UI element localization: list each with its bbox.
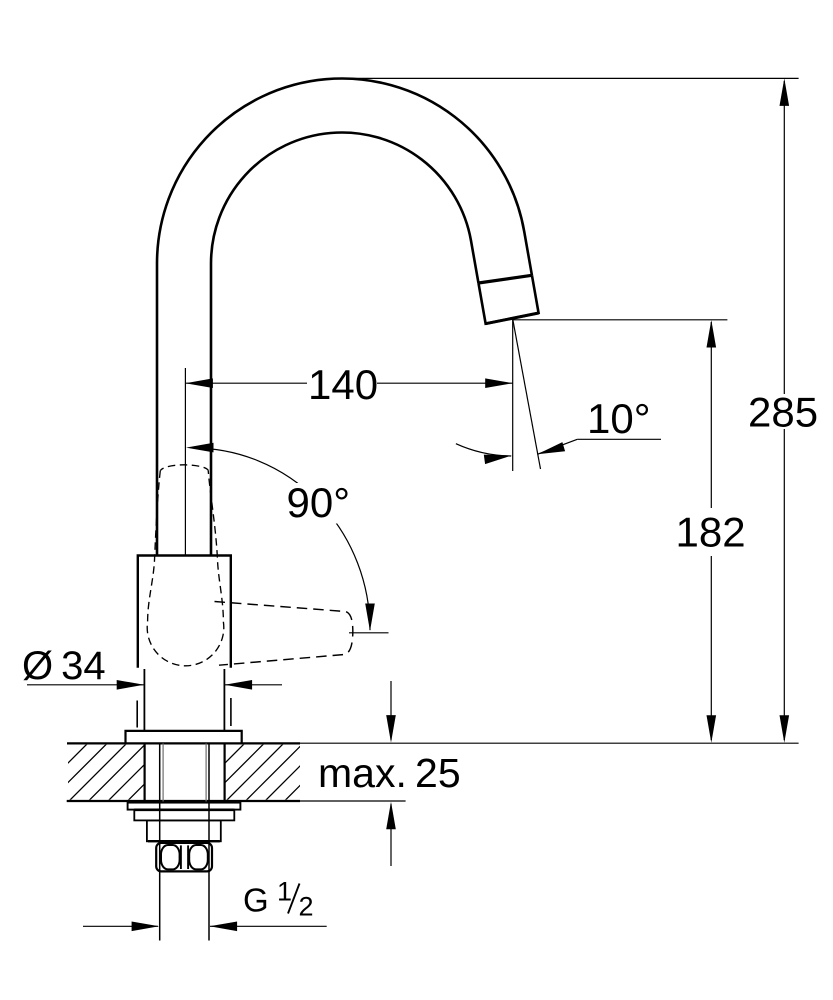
svg-text:285: 285 xyxy=(748,389,818,436)
svg-text:2: 2 xyxy=(299,892,314,922)
svg-text:182: 182 xyxy=(676,509,746,556)
svg-text:1: 1 xyxy=(277,877,292,907)
svg-text:90°: 90° xyxy=(287,479,351,526)
svg-text:Ø 34: Ø 34 xyxy=(22,644,106,688)
svg-text:140: 140 xyxy=(308,361,378,408)
svg-text:max. 25: max. 25 xyxy=(318,750,461,796)
svg-text:10°: 10° xyxy=(587,395,651,442)
svg-text:G: G xyxy=(243,882,269,919)
